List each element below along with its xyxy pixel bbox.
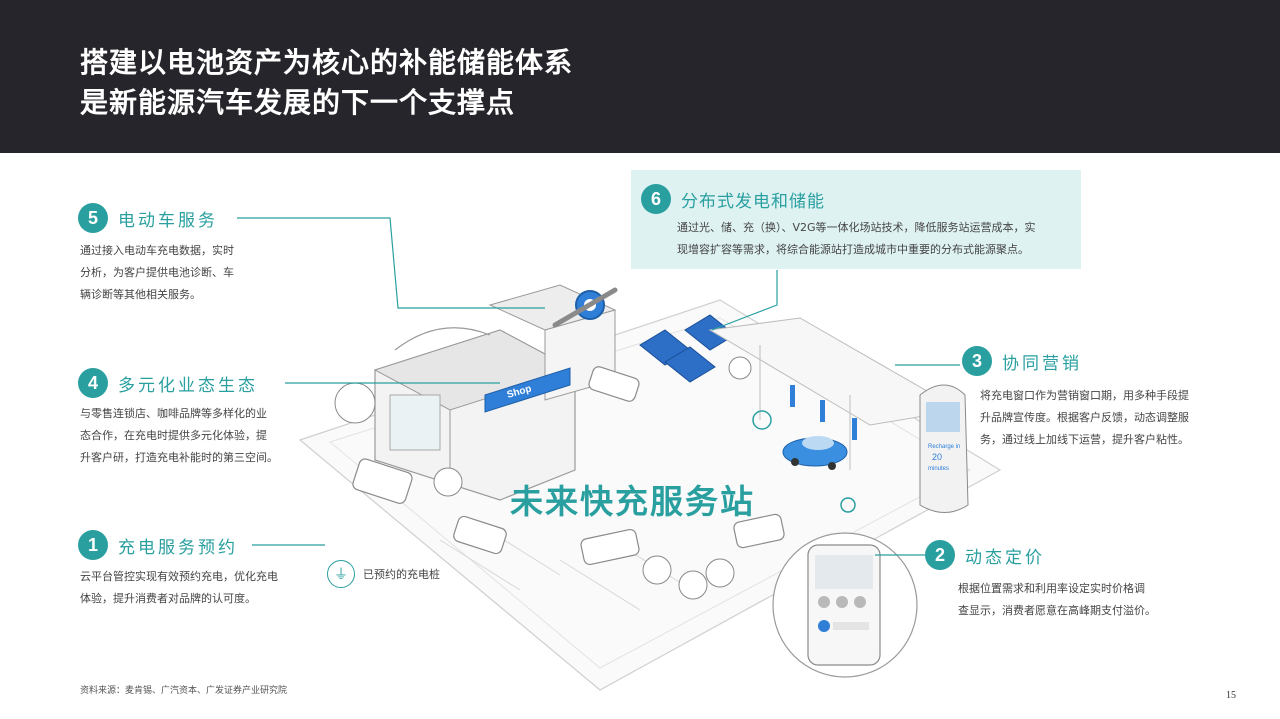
section-3-description: 将充电窗口作为营销窗口期，用多种手段提 升品牌宣传度。根据客户反馈，动态调整服 … bbox=[980, 385, 1189, 451]
section-6-box bbox=[631, 170, 1081, 269]
desc-line: 查显示，消费者愿意在高峰期支付溢价。 bbox=[958, 604, 1156, 617]
header-banner: 搭建以电池资产为核心的补能储能体系 是新能源汽车发展的下一个支撑点 bbox=[0, 0, 1280, 153]
desc-line: 与零售连锁店、咖啡品牌等多样化的业 bbox=[80, 407, 267, 420]
section-3-number: 3 bbox=[962, 346, 992, 376]
section-1-description: 云平台管控实现有效预约充电，优化充电 体验，提升消费者对品牌的认可度。 bbox=[80, 566, 278, 610]
shop-sign: Shop bbox=[484, 367, 571, 413]
page-number: 15 bbox=[1226, 690, 1236, 701]
section-3-title: 协同营销 bbox=[1002, 353, 1082, 374]
ad-kiosk: Recharge in 20 minutes bbox=[919, 384, 969, 513]
section-6-title: 分布式发电和储能 bbox=[681, 191, 825, 212]
desc-line: 将充电窗口作为营销窗口期，用多种手段提 bbox=[980, 389, 1189, 402]
desc-line: 升客户研，打造充电补能时的第三空间。 bbox=[80, 451, 278, 464]
section-5-description: 通过接入电动车充电数据，实时 分析，为客户提供电池诊断、车 辆诊断等其他相关服务… bbox=[80, 240, 234, 306]
desc-line: 云平台管控实现有效预约充电，优化充电 bbox=[80, 570, 278, 583]
desc-line: 辆诊断等其他相关服务。 bbox=[80, 288, 201, 301]
section-2-number: 2 bbox=[925, 540, 955, 570]
desc-line: 现增容扩容等需求，将综合能源站打造成城市中重要的分布式能源聚点。 bbox=[677, 243, 1029, 256]
section-2-description: 根据位置需求和利用率设定实时价格调 查显示，消费者愿意在高峰期支付溢价。 bbox=[958, 578, 1156, 622]
section-6-number: 6 bbox=[641, 184, 671, 214]
section-4-description: 与零售连锁店、咖啡品牌等多样化的业 态合作，在充电时提供多元化体验，提 升客户研… bbox=[80, 403, 278, 469]
svg-text:20: 20 bbox=[932, 452, 942, 462]
desc-line: 体验，提升消费者对品牌的认可度。 bbox=[80, 592, 256, 605]
reserved-charger-legend: ⏚ 已预约的充电桩 bbox=[327, 560, 440, 588]
title-line-2: 是新能源汽车发展的下一个支撑点 bbox=[80, 86, 516, 119]
section-6-description: 通过光、储、充（换）、V2G等一体化场站技术，降低服务站运营成本，实 现增容扩容… bbox=[677, 217, 1036, 261]
desc-line: 升品牌宣传度。根据客户反馈，动态调整服 bbox=[980, 411, 1189, 424]
svg-text:minutes: minutes bbox=[928, 466, 949, 472]
desc-line: 通过接入电动车充电数据，实时 bbox=[80, 244, 234, 257]
section-4-header: 4 多元化业态生态 bbox=[78, 368, 258, 398]
blue-ev-car bbox=[782, 436, 848, 470]
svg-text:Recharge in: Recharge in bbox=[928, 444, 960, 450]
title-line-1: 搭建以电池资产为核心的补能储能体系 bbox=[80, 46, 574, 79]
wrench-tire-icon bbox=[552, 287, 618, 328]
desc-line: 根据位置需求和利用率设定实时价格调 bbox=[958, 582, 1145, 595]
section-4-number: 4 bbox=[78, 368, 108, 398]
legend-label: 已预约的充电桩 bbox=[363, 568, 440, 581]
desc-line: 态合作，在充电时提供多元化体验，提 bbox=[80, 429, 267, 442]
charger-pin-icon: ⏚ bbox=[327, 560, 355, 588]
solar-panels bbox=[639, 314, 736, 383]
section-1-title: 充电服务预约 bbox=[118, 537, 238, 558]
section-2-title: 动态定价 bbox=[965, 547, 1045, 568]
desc-line: 分析，为客户提供电池诊断、车 bbox=[80, 266, 234, 279]
section-1-number: 1 bbox=[78, 530, 108, 560]
section-5-number: 5 bbox=[78, 203, 108, 233]
section-2-header: 2 动态定价 bbox=[925, 540, 1045, 570]
section-5-title: 电动车服务 bbox=[118, 210, 218, 231]
desc-line: 通过光、储、充（换）、V2G等一体化场站技术，降低服务站运营成本，实 bbox=[677, 221, 1036, 234]
section-4-title: 多元化业态生态 bbox=[118, 375, 258, 396]
section-6-header: 6 分布式发电和储能 bbox=[641, 184, 825, 214]
station-name-label: 未来快充服务站 bbox=[510, 482, 755, 521]
section-3-header: 3 协同营销 bbox=[962, 346, 1082, 376]
section-1-header: 1 充电服务预约 bbox=[78, 530, 238, 560]
phone-app-magnifier bbox=[772, 532, 918, 678]
station-illustration: Shop bbox=[237, 217, 1002, 691]
source-note: 资料来源：麦肯锡、广汽资本、广发证券产业研究院 bbox=[80, 686, 288, 696]
section-5-header: 5 电动车服务 bbox=[78, 203, 218, 233]
desc-line: 务，通过线上加线下运营，提升客户粘性。 bbox=[980, 433, 1189, 446]
